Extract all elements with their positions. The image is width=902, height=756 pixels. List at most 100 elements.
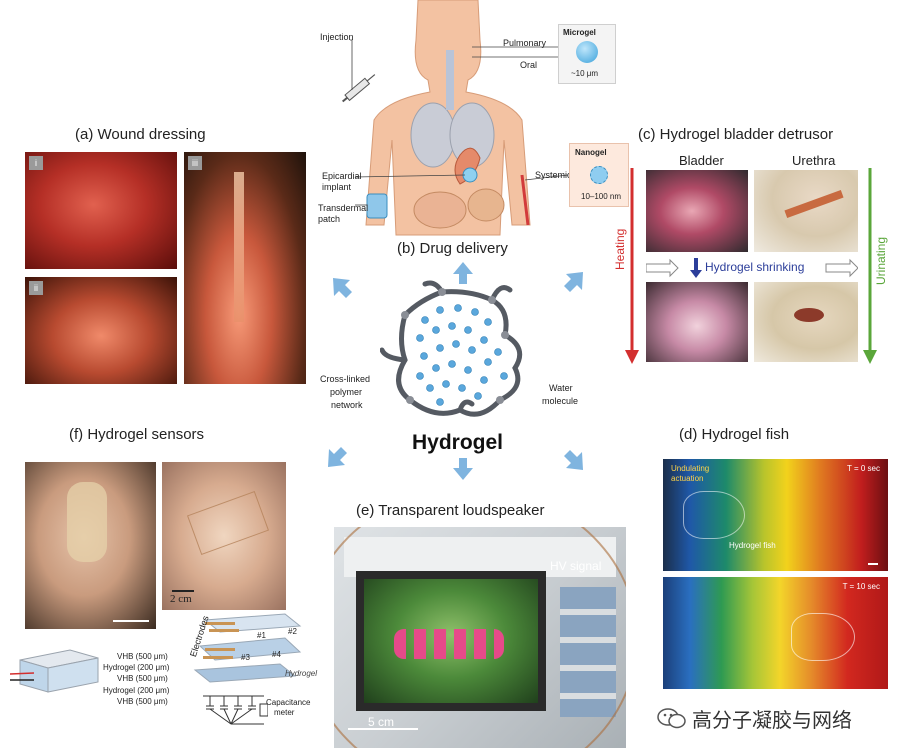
- microgel-card: Microgel ~10 μm: [558, 24, 616, 84]
- fish-time-t0: T = 0 sec: [847, 464, 880, 473]
- layer-label-4: Hydrogel (200 μm): [103, 686, 170, 695]
- speaker-scale-label: 5 cm: [368, 715, 395, 729]
- bladder-photo-after: [646, 282, 748, 362]
- pad-label-3: #3: [241, 653, 250, 662]
- red-wire-shape: [10, 672, 35, 675]
- sensor-patch-outline: [186, 490, 270, 556]
- water-molecules: [416, 304, 508, 406]
- urine-drop-shape: [794, 308, 824, 322]
- microgel-size-label: ~10 μm: [571, 69, 599, 78]
- crosslink-nodes: [401, 288, 509, 404]
- hydrogel-stream-shape: [234, 172, 244, 322]
- fish-photo-t0: Undulating actuation T = 0 sec Hydrogel …: [663, 459, 888, 571]
- transdermal-label: Transdermal: [318, 203, 369, 213]
- injection-leader: [350, 39, 353, 90]
- fish-photo-t10: T = 10 sec: [663, 577, 888, 689]
- arrow-up-icon: [453, 262, 473, 284]
- electrode-schematic: [193, 613, 302, 683]
- capacitance-label-line2: meter: [274, 708, 295, 717]
- undulating-label-line2: actuation: [671, 474, 704, 483]
- fish-outline-t0: [683, 491, 745, 539]
- wound-photo-iii: iii: [184, 152, 306, 384]
- patch-label: patch: [318, 214, 341, 224]
- wound-dressing-title: (a) Wound dressing: [75, 126, 206, 143]
- sensor-sheet-bottom: [193, 663, 297, 683]
- layer-label-5: VHB (500 μm): [117, 697, 168, 706]
- syringe-icon: [342, 74, 376, 103]
- systemic-leader: [524, 174, 569, 181]
- loudspeaker-title: (e) Transparent loudspeaker: [356, 502, 545, 519]
- thumb-scale-bar: [113, 620, 149, 622]
- hand-sensor-photo: 2 cm: [162, 462, 286, 610]
- blue-arrows: [328, 262, 583, 480]
- pad-label-1: #1: [257, 631, 266, 640]
- hydrogel-fish-label: Hydrogel fish: [729, 541, 776, 550]
- injection-label: Injection: [320, 32, 354, 42]
- pad-label-4: #4: [272, 650, 281, 659]
- sensor-sheet-top: [203, 613, 302, 633]
- urinating-arrow-icon: [863, 168, 877, 364]
- undulating-label-line1: Undulating: [671, 464, 710, 473]
- pulmonary-label: Pulmonary: [503, 38, 547, 48]
- wound-tag-iii: iii: [188, 156, 202, 170]
- heating-arrow-icon: [625, 168, 639, 364]
- shrink-down-arrow-icon: [690, 258, 702, 278]
- crosslinked-label-line3: network: [331, 400, 363, 410]
- oral-label: Oral: [520, 60, 538, 70]
- urethra-photo-after: [754, 282, 858, 362]
- electrode-strips: [203, 622, 239, 659]
- arrow-upleft-icon: [333, 278, 352, 298]
- arrow-upright-icon: [564, 272, 583, 292]
- sensor-film-shape: [67, 482, 107, 562]
- bladder-photo-before: [646, 170, 748, 252]
- blood-vessel-shape: [520, 174, 530, 226]
- crosslinked-label-line2: polymer: [330, 387, 363, 397]
- laminate-diagram: [10, 649, 99, 693]
- loudspeaker-photo: HV signal 5 cm: [334, 527, 626, 748]
- hydrogel-network-diagram: [380, 280, 523, 417]
- laminate-side: [47, 657, 99, 693]
- sensor-sheet-mid: [198, 637, 302, 661]
- watermark-text: 高分子凝胶与网络: [692, 708, 852, 732]
- microgel-label: Microgel: [563, 28, 596, 37]
- circuit-lines: [203, 695, 268, 725]
- nanogel-label: Nanogel: [575, 148, 607, 157]
- wechat-logo-icon: [657, 708, 686, 729]
- drug-delivery-title: (b) Drug delivery: [397, 240, 508, 257]
- pad-label-2: #2: [288, 627, 297, 636]
- epicardial-leader: [354, 174, 466, 178]
- urethra-column-label: Urethra: [792, 153, 836, 168]
- epicardial-label: Epicardial: [322, 171, 362, 181]
- fish-outline-t10: [791, 613, 855, 661]
- implant-label: implant: [322, 182, 352, 192]
- fish-scale-bar: [868, 563, 878, 565]
- fish-time-t10: T = 10 sec: [842, 582, 880, 591]
- urethra-photo-before: [754, 170, 858, 252]
- transdermal-patch-shape: [366, 193, 388, 219]
- arrow-downright-icon: [564, 450, 583, 470]
- hydrogel-sensors-title: (f) Hydrogel sensors: [69, 426, 205, 443]
- nanogel-card: Nanogel 10–100 nm: [569, 143, 629, 207]
- hydrogel-layer-word: Hydrogel: [285, 669, 318, 678]
- water-label-line1: Water: [549, 383, 573, 393]
- microgel-sphere-icon: [576, 41, 598, 63]
- hydrogel-shrinking-label: Hydrogel shrinking: [705, 260, 805, 274]
- wound-tag-i: i: [29, 156, 43, 170]
- hand-scale-bar: [172, 590, 194, 592]
- shrinking-row-arrows: [646, 258, 858, 278]
- hv-signal-label: HV signal: [550, 559, 602, 573]
- layer-label-3: VHB (500 μm): [117, 674, 168, 683]
- hand-scale-label: 2 cm: [170, 593, 192, 605]
- wound-photo-ii: ii: [25, 277, 177, 384]
- nanogel-sphere-icon: [590, 166, 608, 184]
- layer-label-2: Hydrogel (200 μm): [103, 663, 170, 672]
- hollow-arrow-left-icon: [646, 258, 679, 278]
- bladder-title: (c) Hydrogel bladder detrusor: [638, 126, 834, 143]
- thumb-sensor-photo: [25, 462, 156, 629]
- hydrogel-fish-title: (d) Hydrogel fish: [679, 426, 790, 443]
- water-label-line2: molecule: [542, 396, 579, 406]
- nanogel-size-label: 10–100 nm: [581, 192, 622, 201]
- crosslinked-label-line1: Cross-linked: [320, 374, 371, 384]
